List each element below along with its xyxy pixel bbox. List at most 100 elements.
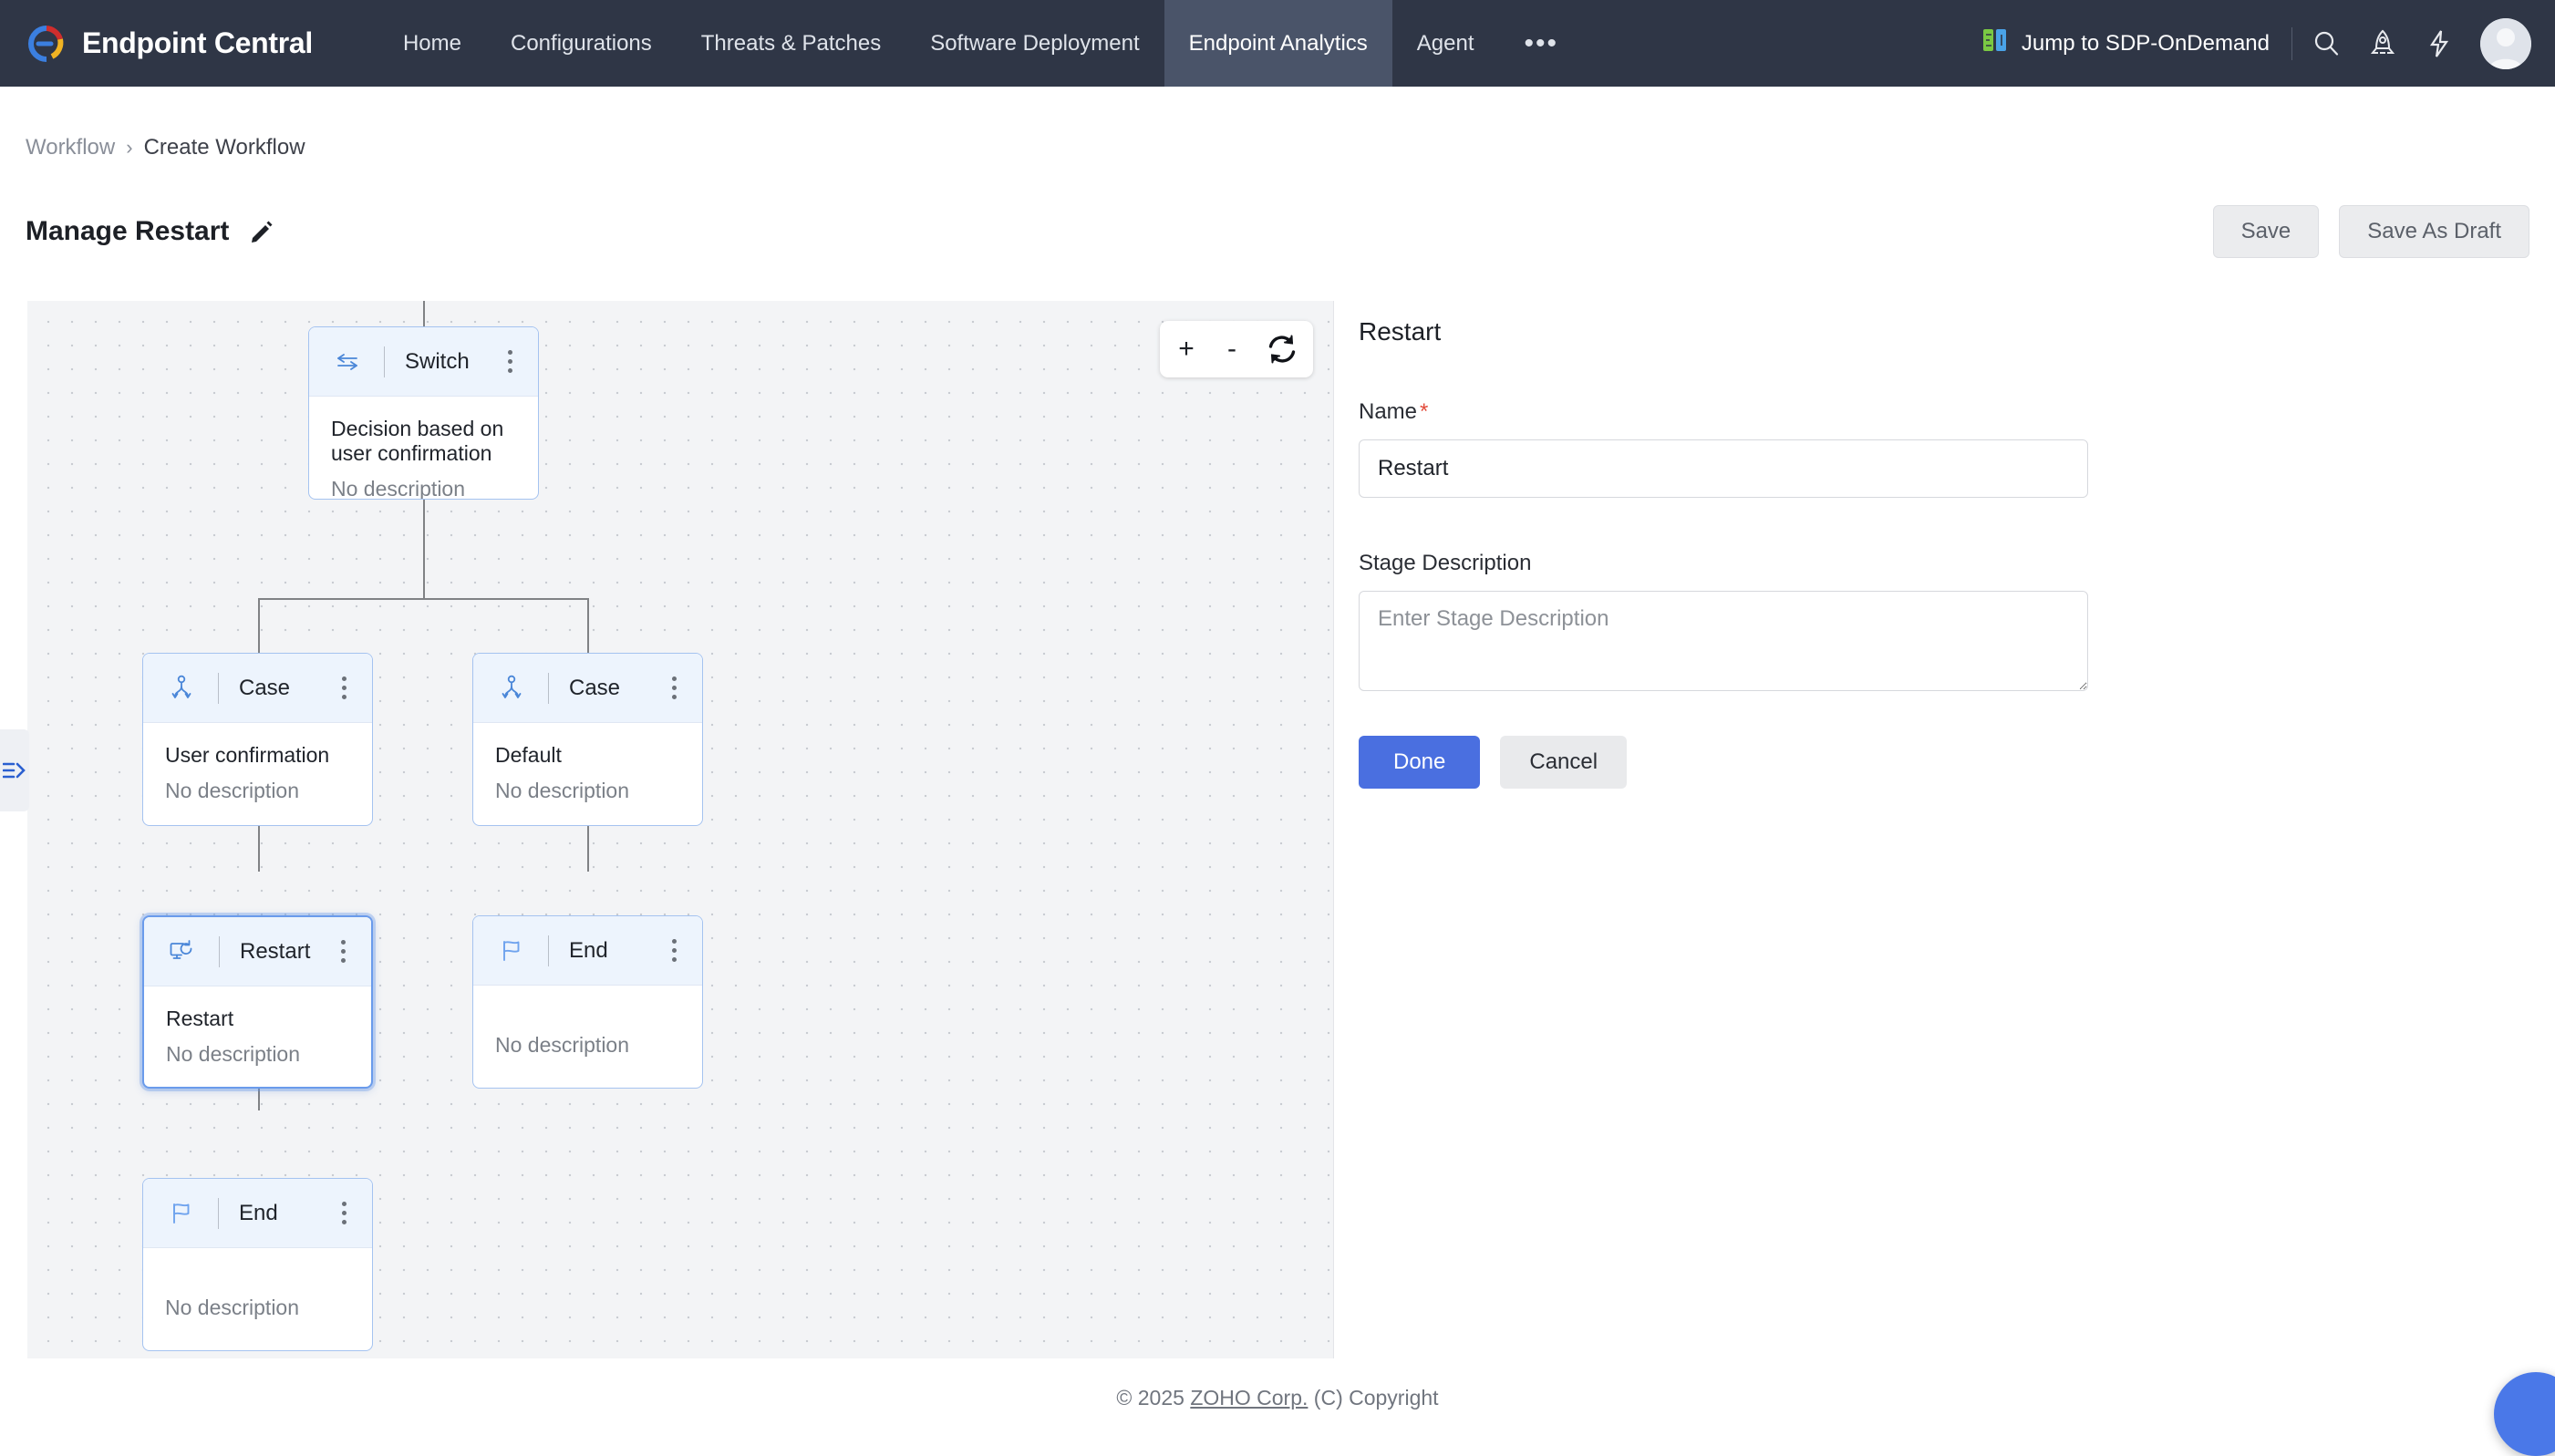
rocket-icon[interactable]	[2354, 15, 2411, 72]
avatar[interactable]	[2480, 17, 2531, 69]
chat-fab-button[interactable]	[2494, 1372, 2555, 1456]
nav-item-software-deployment[interactable]: Software Deployment	[930, 30, 1140, 56]
node-description: No description	[495, 1033, 630, 1057]
node-body: Restart No description	[144, 986, 371, 1067]
save-button[interactable]: Save	[2212, 205, 2320, 258]
node-menu-icon[interactable]	[668, 671, 680, 705]
done-button[interactable]: Done	[1359, 736, 1481, 789]
node-body: No description	[143, 1248, 372, 1320]
node-header: Case	[143, 654, 372, 723]
name-field-label: Name*	[1359, 399, 2179, 425]
node-body: Decision based on user confirmation No d…	[309, 397, 538, 500]
node-description: No description	[165, 1296, 300, 1319]
nav-item-threats-patches[interactable]: Threats & Patches	[700, 30, 882, 56]
node-header: Case	[473, 654, 702, 723]
node-body: User confirmation No description	[143, 723, 372, 803]
node-description: No description	[165, 779, 300, 802]
required-indicator: *	[1420, 399, 1429, 424]
node-description: No description	[166, 1042, 301, 1066]
node-name: Restart	[166, 1007, 234, 1030]
node-header: End	[143, 1179, 372, 1248]
node-description: No description	[495, 779, 630, 802]
workflow-node-end-left[interactable]: End No description	[142, 1178, 373, 1351]
nav-divider	[2291, 26, 2292, 60]
node-header-divider	[548, 935, 549, 966]
node-type-label: Case	[569, 675, 621, 700]
name-input[interactable]	[1359, 439, 2088, 498]
flag-icon	[495, 935, 528, 967]
node-header-divider	[548, 672, 549, 704]
jump-link-label: Jump to SDP-OnDemand	[2021, 30, 2270, 56]
node-menu-icon[interactable]	[504, 345, 516, 378]
stage-description-textarea[interactable]	[1359, 591, 2088, 691]
footer-prefix: © 2025	[1116, 1386, 1191, 1410]
node-name: User confirmation	[165, 743, 330, 767]
nav-item-home[interactable]: Home	[402, 30, 461, 56]
panel-buttons: Done Cancel	[1359, 736, 2179, 789]
nav-item-more-icon[interactable]: •••	[1524, 27, 1559, 58]
node-menu-icon[interactable]	[668, 934, 680, 967]
node-header: End	[473, 916, 702, 986]
monitor-restart-icon	[166, 935, 199, 968]
connector-switch-down	[423, 500, 425, 600]
refresh-icon[interactable]	[1257, 326, 1308, 372]
canvas-panel-divider	[1333, 301, 1334, 1358]
footer: © 2025 ZOHO Corp. (C) Copyright	[0, 1386, 2555, 1410]
node-type-label: End	[239, 1200, 278, 1225]
pencil-icon[interactable]	[249, 219, 274, 244]
top-navigation-bar: Endpoint Central Home Configurations Thr…	[0, 0, 2555, 87]
canvas-zoom-controls: + -	[1160, 321, 1313, 377]
node-description: No description	[331, 477, 466, 500]
brand[interactable]: Endpoint Central	[0, 25, 313, 63]
nav-item-agent[interactable]: Agent	[1416, 30, 1474, 56]
zoho-corp-link[interactable]: ZOHO Corp.	[1190, 1386, 1309, 1410]
branch-icon	[165, 672, 198, 705]
workflow-node-end-right[interactable]: End No description	[472, 915, 703, 1089]
connector-branch-right	[587, 598, 589, 653]
stage-properties-panel: Restart Name* Stage Description Done Can…	[1359, 317, 2179, 789]
workflow-canvas[interactable]: Switch Decision based on user confirmati…	[27, 301, 1333, 1358]
node-header-divider	[218, 672, 219, 704]
panel-title: Restart	[1359, 317, 1442, 346]
cancel-button[interactable]: Cancel	[1500, 736, 1628, 789]
breadcrumb-create-workflow: Create Workflow	[143, 135, 305, 160]
workflow-node-restart[interactable]: Restart Restart No description	[142, 915, 373, 1089]
page-title-row: Manage Restart Save Save As Draft	[26, 205, 2529, 258]
node-header-divider	[218, 1197, 219, 1229]
jump-to-sdp-ondemand-link[interactable]: Jump to SDP-OnDemand	[1981, 26, 2291, 60]
nav-items: Home Configurations Threats & Patches So…	[378, 0, 1584, 87]
connector-switch-top	[423, 301, 425, 326]
zoom-out-button[interactable]: -	[1211, 326, 1253, 372]
flag-icon	[165, 1197, 198, 1230]
node-menu-icon[interactable]	[338, 671, 350, 705]
title-actions: Save Save As Draft	[2212, 205, 2529, 258]
node-name: Decision based on user confirmation	[331, 417, 504, 465]
expand-panel-icon[interactable]	[0, 729, 29, 811]
bolt-icon[interactable]	[2411, 15, 2467, 72]
workflow-node-case-default[interactable]: Case Default No description	[472, 653, 703, 826]
node-name: Default	[495, 743, 562, 767]
zoom-in-button[interactable]: +	[1165, 326, 1207, 372]
node-body: No description	[473, 986, 702, 1058]
branch-icon	[495, 672, 528, 705]
node-header: Switch	[309, 327, 538, 397]
connector-branch-bar	[258, 598, 589, 600]
workflow-node-case-user-confirmation[interactable]: Case User confirmation No description	[142, 653, 373, 826]
nav-item-endpoint-analytics[interactable]: Endpoint Analytics	[1164, 0, 1392, 87]
node-menu-icon[interactable]	[338, 1196, 350, 1230]
breadcrumb-workflow[interactable]: Workflow	[26, 135, 116, 160]
node-body: Default No description	[473, 723, 702, 803]
breadcrumb: Workflow › Create Workflow	[26, 135, 305, 160]
stage-description-label: Stage Description	[1359, 551, 1532, 575]
node-header-divider	[384, 346, 385, 377]
search-icon[interactable]	[2298, 15, 2354, 72]
save-as-draft-button[interactable]: Save As Draft	[2339, 205, 2529, 258]
node-menu-icon[interactable]	[337, 935, 349, 968]
switch-arrows-icon	[331, 346, 364, 378]
nav-item-configurations[interactable]: Configurations	[511, 30, 652, 56]
page-title: Manage Restart	[26, 216, 230, 246]
brand-name: Endpoint Central	[82, 26, 313, 59]
node-type-label: End	[569, 937, 608, 963]
workflow-node-switch[interactable]: Switch Decision based on user confirmati…	[308, 326, 539, 500]
node-header: Restart	[144, 917, 371, 986]
